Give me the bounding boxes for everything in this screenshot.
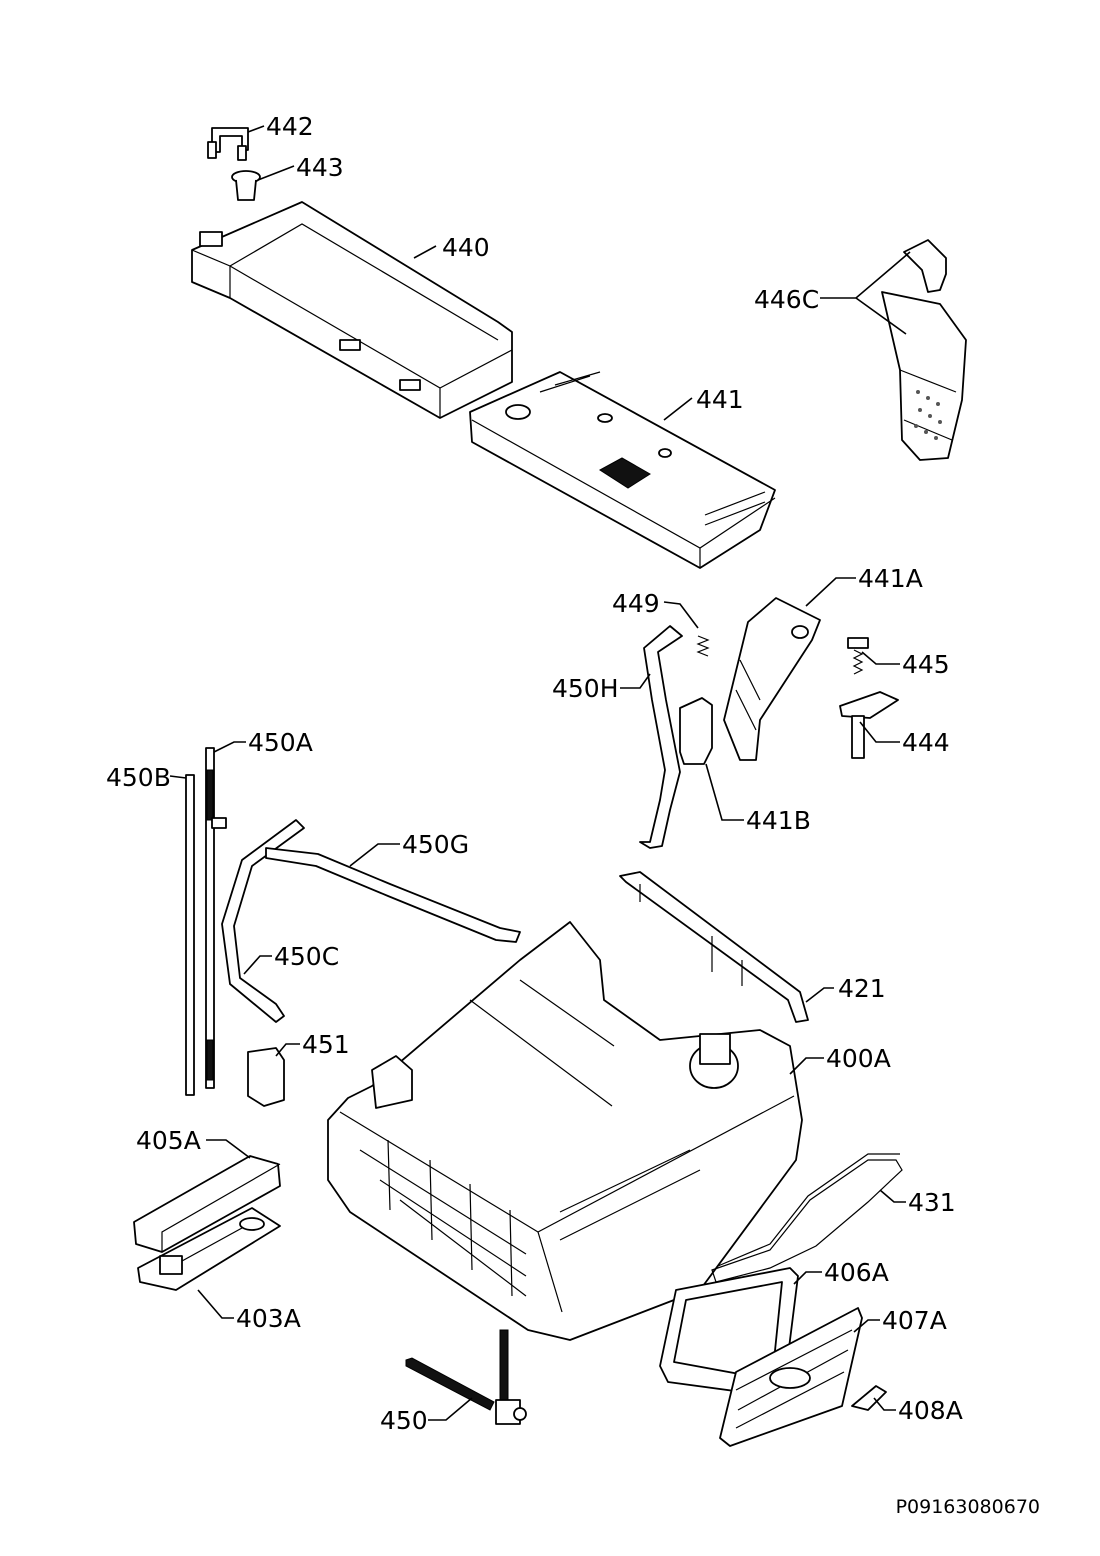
part-405a-cover [133,1155,281,1253]
part-451-clip [247,1047,285,1107]
label-400a: 400A [826,1044,891,1073]
part-450c-hose [221,819,305,1023]
label-408a: 408A [898,1396,963,1425]
label-403a: 403A [236,1304,301,1333]
part-441a-valve-body [723,597,821,761]
part-444-float [839,691,899,759]
part-440-dispenser-housing [191,201,513,419]
part-421-bracket [619,871,809,1023]
label-407a: 407A [882,1306,947,1335]
part-441-dispenser-drawer [469,371,776,569]
label-446c: 446C [754,285,819,314]
label-444: 444 [902,728,950,757]
part-450g-hose [265,847,521,943]
part-400a-base-frame [327,921,803,1341]
label-449: 449 [612,589,660,618]
part-407a-filter-cover [719,1307,863,1447]
label-443: 443 [296,153,344,182]
label-441a: 441A [858,564,923,593]
part-431-gasket [711,1153,903,1283]
part-403a-plate [137,1207,281,1291]
part-443-cup [231,170,261,201]
part-408a-small-part [851,1385,887,1411]
label-442: 442 [266,112,314,141]
label-441b: 441B [746,806,811,835]
label-431: 431 [908,1188,956,1217]
reference-code: P09163080670 [895,1496,1040,1518]
part-442-clip [207,127,249,161]
label-450c: 450C [274,942,339,971]
part-441b-bracket [679,697,713,765]
part-450a-rod [205,747,227,1089]
part-450-drain-hose [405,1329,527,1425]
part-445-spring-pin [847,637,869,675]
label-445: 445 [902,650,950,679]
label-450b: 450B [106,763,171,792]
label-450a: 450A [248,728,313,757]
part-450b-rod [185,774,195,1096]
label-406a: 406A [824,1258,889,1287]
part-449-spring [696,635,710,657]
label-441: 441 [696,385,744,414]
label-450: 450 [380,1406,428,1435]
label-450h: 450H [552,674,619,703]
label-450g: 450G [402,830,469,859]
label-421: 421 [838,974,886,1003]
label-440: 440 [442,233,490,262]
part-446c-detergent-cups [881,239,967,461]
label-405a: 405A [136,1126,201,1155]
part-450h-hose [639,625,683,849]
leader-lines [169,125,911,1421]
label-451: 451 [302,1030,350,1059]
